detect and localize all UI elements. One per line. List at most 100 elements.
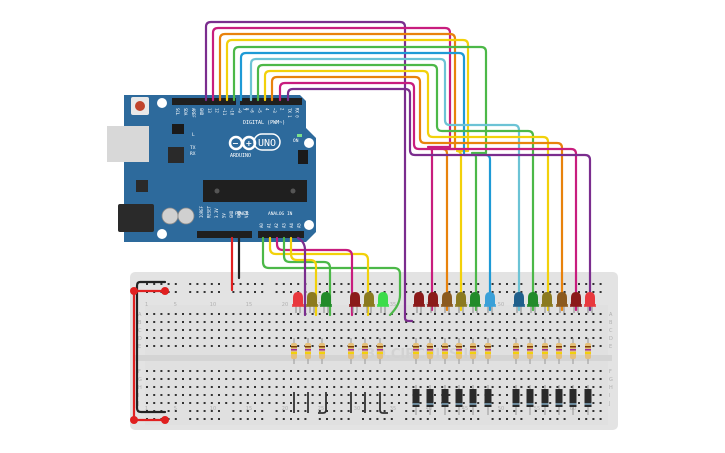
breadboard-hole[interactable] — [470, 337, 472, 339]
breadboard-hole[interactable] — [456, 378, 458, 380]
rail-hole[interactable] — [340, 291, 342, 293]
breadboard-hole[interactable] — [326, 378, 328, 380]
rail-hole[interactable] — [333, 410, 335, 412]
rail-hole[interactable] — [376, 410, 378, 412]
breadboard-hole[interactable] — [492, 337, 494, 339]
breadboard-hole[interactable] — [153, 402, 155, 404]
breadboard-hole[interactable] — [276, 386, 278, 388]
breadboard-hole[interactable] — [448, 329, 450, 331]
breadboard-hole[interactable] — [340, 402, 342, 404]
breadboard-hole[interactable] — [340, 386, 342, 388]
breadboard-hole[interactable] — [520, 313, 522, 315]
breadboard-hole[interactable] — [362, 370, 364, 372]
breadboard-hole[interactable] — [520, 345, 522, 347]
breadboard-hole[interactable] — [592, 313, 594, 315]
breadboard-hole[interactable] — [592, 345, 594, 347]
breadboard-hole[interactable] — [276, 370, 278, 372]
breadboard-hole[interactable] — [218, 329, 220, 331]
breadboard-hole[interactable] — [340, 394, 342, 396]
rail-hole[interactable] — [477, 410, 479, 412]
breadboard-hole[interactable] — [153, 345, 155, 347]
breadboard-hole[interactable] — [542, 329, 544, 331]
rail-hole[interactable] — [542, 283, 544, 285]
rail-hole[interactable] — [412, 283, 414, 285]
breadboard-hole[interactable] — [528, 337, 530, 339]
rail-hole[interactable] — [175, 418, 177, 420]
breadboard-hole[interactable] — [477, 386, 479, 388]
breadboard-hole[interactable] — [549, 370, 551, 372]
rail-hole[interactable] — [240, 283, 242, 285]
breadboard-hole[interactable] — [463, 321, 465, 323]
wire-endpoint[interactable] — [161, 416, 169, 424]
breadboard-hole[interactable] — [196, 370, 198, 372]
breadboard-hole[interactable] — [484, 386, 486, 388]
breadboard-hole[interactable] — [189, 386, 191, 388]
breadboard-hole[interactable] — [153, 394, 155, 396]
breadboard-hole[interactable] — [405, 370, 407, 372]
breadboard-hole[interactable] — [247, 370, 249, 372]
breadboard-hole[interactable] — [276, 337, 278, 339]
breadboard-hole[interactable] — [520, 337, 522, 339]
breadboard-hole[interactable] — [218, 313, 220, 315]
rail-hole[interactable] — [232, 418, 234, 420]
rail-hole[interactable] — [420, 283, 422, 285]
rail-hole[interactable] — [470, 291, 472, 293]
breadboard-hole[interactable] — [333, 345, 335, 347]
breadboard-hole[interactable] — [160, 386, 162, 388]
breadboard-hole[interactable] — [528, 386, 530, 388]
breadboard-hole[interactable] — [189, 337, 191, 339]
breadboard-hole[interactable] — [160, 378, 162, 380]
breadboard-hole[interactable] — [434, 337, 436, 339]
breadboard-hole[interactable] — [592, 337, 594, 339]
breadboard-hole[interactable] — [182, 329, 184, 331]
breadboard-hole[interactable] — [600, 386, 602, 388]
breadboard-hole[interactable] — [168, 321, 170, 323]
rail-hole[interactable] — [477, 283, 479, 285]
breadboard-hole[interactable] — [391, 329, 393, 331]
rail-hole[interactable] — [211, 291, 213, 293]
breadboard-hole[interactable] — [297, 345, 299, 347]
rail-hole[interactable] — [506, 410, 508, 412]
rail-hole[interactable] — [376, 418, 378, 420]
rail-hole[interactable] — [240, 418, 242, 420]
breadboard-hole[interactable] — [398, 386, 400, 388]
rail-hole[interactable] — [376, 291, 378, 293]
breadboard-hole[interactable] — [319, 329, 321, 331]
rail-hole[interactable] — [585, 418, 587, 420]
breadboard-hole[interactable] — [340, 329, 342, 331]
rail-hole[interactable] — [578, 410, 580, 412]
rail-hole[interactable] — [175, 291, 177, 293]
rail-hole[interactable] — [391, 418, 393, 420]
breadboard-hole[interactable] — [225, 337, 227, 339]
breadboard-hole[interactable] — [528, 321, 530, 323]
breadboard-hole[interactable] — [600, 329, 602, 331]
breadboard-hole[interactable] — [477, 337, 479, 339]
rail-hole[interactable] — [247, 291, 249, 293]
breadboard-hole[interactable] — [160, 321, 162, 323]
rail-hole[interactable] — [542, 291, 544, 293]
breadboard-hole[interactable] — [506, 394, 508, 396]
rail-hole[interactable] — [247, 418, 249, 420]
rail-hole[interactable] — [412, 418, 414, 420]
breadboard-hole[interactable] — [146, 329, 148, 331]
breadboard-hole[interactable] — [369, 394, 371, 396]
rail-hole[interactable] — [232, 291, 234, 293]
breadboard-hole[interactable] — [333, 386, 335, 388]
breadboard-hole[interactable] — [297, 402, 299, 404]
breadboard-hole[interactable] — [254, 394, 256, 396]
breadboard-hole[interactable] — [463, 402, 465, 404]
breadboard-hole[interactable] — [312, 378, 314, 380]
rail-hole[interactable] — [211, 283, 213, 285]
breadboard-hole[interactable] — [441, 378, 443, 380]
breadboard-hole[interactable] — [304, 321, 306, 323]
breadboard-hole[interactable] — [506, 386, 508, 388]
rail-hole[interactable] — [196, 283, 198, 285]
breadboard-hole[interactable] — [153, 329, 155, 331]
breadboard-hole[interactable] — [448, 321, 450, 323]
breadboard-hole[interactable] — [448, 386, 450, 388]
breadboard-hole[interactable] — [225, 402, 227, 404]
breadboard-hole[interactable] — [276, 321, 278, 323]
breadboard-hole[interactable] — [283, 394, 285, 396]
breadboard-hole[interactable] — [189, 402, 191, 404]
breadboard-hole[interactable] — [182, 337, 184, 339]
